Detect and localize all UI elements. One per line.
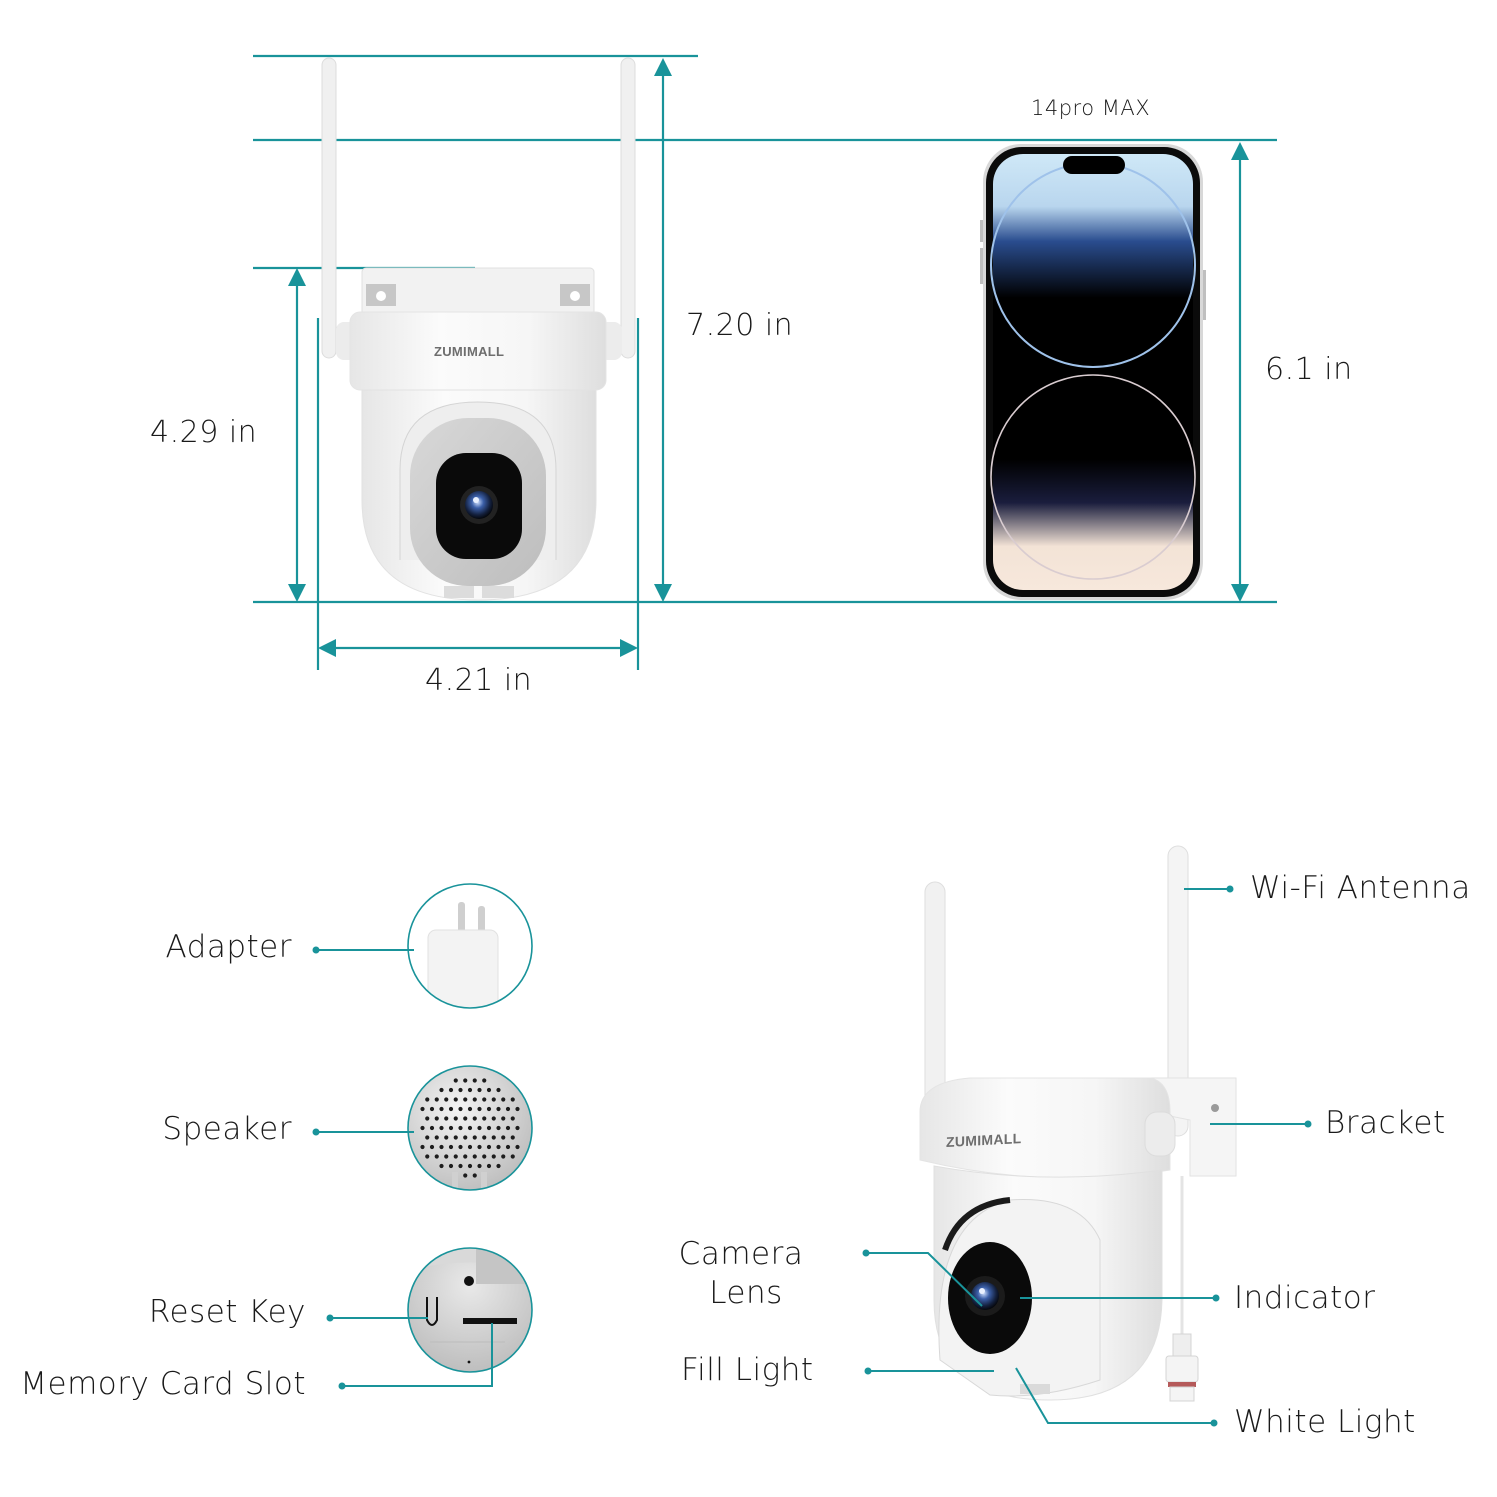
indicator-label: Indicator: [1234, 1280, 1376, 1316]
adapter-label: Adapter: [165, 929, 292, 965]
speaker-circle: [407, 1065, 533, 1191]
total-height-label: 7.20 in: [686, 308, 794, 343]
wifi-antenna-label: Wi-Fi Antenna: [1250, 870, 1471, 906]
phone-model-label: 14pro MAX: [1031, 96, 1151, 120]
parts-leader-dots: [862, 885, 1312, 1427]
camera-front-view: [321, 57, 636, 601]
port-circle: [407, 1247, 533, 1373]
fill-light-label: Fill Light: [681, 1352, 814, 1388]
parts-leader-lines: [866, 888, 1308, 1424]
dimension-lines: [253, 54, 1277, 670]
accessory-leader-lines: [316, 949, 493, 1387]
reset-key-label: Reset Key: [148, 1294, 306, 1330]
camera-lens-label: Camera: [678, 1236, 804, 1272]
phone-illustration: [980, 144, 1206, 600]
white-light-label: White Light: [1234, 1404, 1416, 1440]
adapter-circle: [407, 883, 533, 1009]
memory-card-slot-label: Memory Card Slot: [20, 1366, 306, 1402]
phone-height-label: 6.1 in: [1265, 352, 1353, 387]
brand-logo-top: ZUMIMALL: [434, 344, 505, 359]
width-label: 4.21 in: [425, 663, 533, 698]
accessory-leader-dots: [312, 946, 346, 1390]
dimension-arrowheads: [288, 58, 1249, 657]
speaker-label: Speaker: [162, 1111, 292, 1147]
body-height-label: 4.29 in: [150, 415, 258, 450]
camera-angled-view: [919, 845, 1237, 1402]
bracket-label: Bracket: [1325, 1105, 1446, 1141]
camera-lens-label-line2: Lens: [709, 1275, 783, 1311]
